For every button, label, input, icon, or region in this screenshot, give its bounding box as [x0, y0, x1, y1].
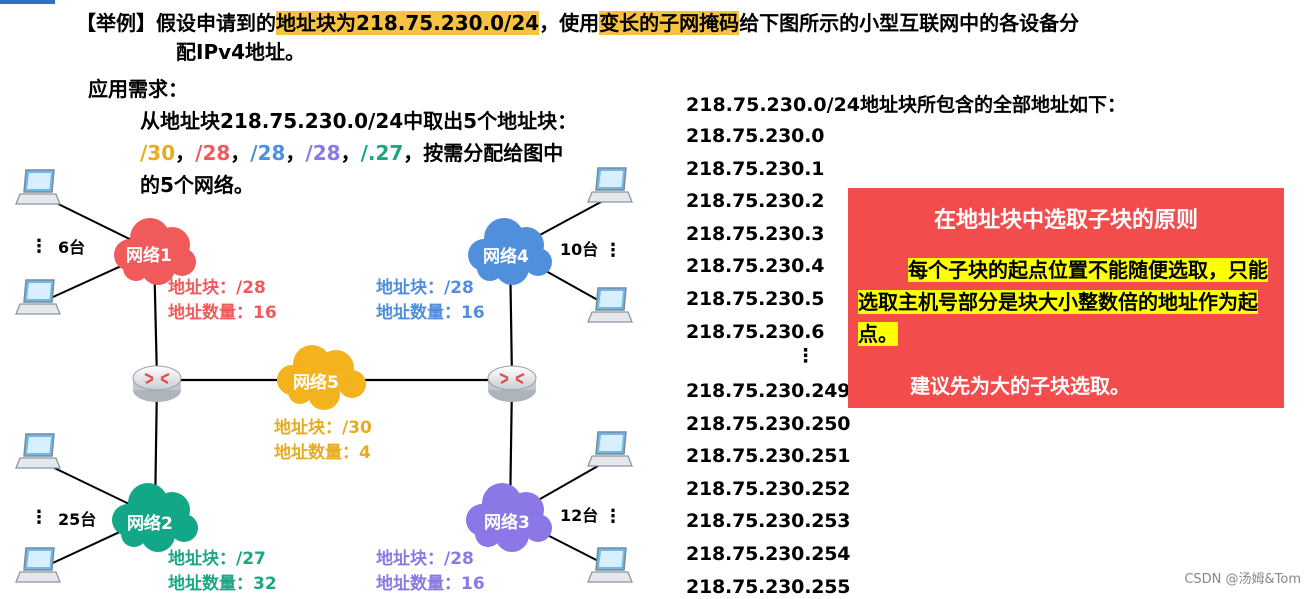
cloud-network-2 [112, 483, 198, 552]
example-title-line2: 配IPv4地址。 [176, 40, 306, 64]
hosts-ellipsis: ⋮ [30, 236, 48, 257]
address-item: 218.75.230.1 [686, 157, 825, 180]
network-1-block: 地址块：/28 [168, 278, 266, 298]
cloud-network-3 [466, 483, 552, 552]
principle-body-text: 每个子块的起点位置不能随便选取，只能选取主机号部分是块大小整数倍的地址作为起点。 [858, 258, 1268, 346]
network-4-info: 地址块：/28 地址数量：16 [376, 276, 485, 326]
laptop-icon [587, 287, 633, 323]
address-item: 218.75.230.4 [686, 255, 825, 278]
address-item: 218.75.230.253 [686, 510, 851, 533]
network-1-host-count: 6台 [58, 238, 86, 257]
laptop-icon [587, 547, 633, 583]
block-28-a: /28 [195, 141, 231, 165]
sep: ， [340, 141, 361, 165]
requirement-line2: /30，/28，/28，/28，/.27，按需分配给图中 [140, 140, 563, 166]
address-item: 218.75.230.251 [686, 445, 851, 468]
principle-title: 在地址块中选取子块的原则 [933, 208, 1198, 233]
address-item: 218.75.230.255 [686, 575, 851, 598]
hosts-ellipsis: ⋮ [604, 240, 622, 261]
title-suffix: 给下图所示的小型互联网中的各设备分 [739, 11, 1080, 35]
network-2-info: 地址块：/27 地址数量：32 [168, 547, 277, 597]
sep: ， [230, 141, 251, 165]
network-1-info: 地址块：/28 地址数量：16 [168, 276, 277, 326]
network-1-label: 网络1 [126, 246, 172, 266]
laptop-icon [587, 167, 633, 203]
title-mid: ，使用 [539, 11, 600, 35]
requirement-heading: 应用需求： [88, 77, 188, 101]
network-3-label: 网络3 [484, 513, 530, 533]
address-item: 218.75.230.252 [686, 477, 851, 500]
cloud-network-5 [277, 345, 366, 410]
network-diagram: ⋮ ⋮ ⋮ ⋮ [15, 167, 633, 583]
network-4-host-count: 10台 [560, 240, 599, 259]
address-item: 218.75.230.2 [686, 190, 825, 213]
laptop-icon [15, 433, 61, 469]
block-27: /.27 [360, 141, 404, 165]
network-5-label: 网络5 [293, 373, 339, 393]
principle-box: 在地址块中选取子块的原则 每个子块的起点位置不能随便选取，只能选取主机号部分是块… [848, 188, 1284, 408]
title-prefix: 【举例】假设申请到的 [76, 11, 276, 35]
example-title: 【举例】假设申请到的地址块为218.75.230.0/24，使用变长的子网掩码给… [76, 10, 1079, 36]
network-2-label: 网络2 [127, 514, 173, 534]
requirement-line1: 从地址块218.75.230.0/24中取出5个地址块： [140, 109, 578, 133]
laptop-icon [15, 547, 61, 583]
title-highlight-vlsm: 变长的子网掩码 [599, 11, 740, 35]
address-item: 218.75.230.0 [686, 125, 825, 147]
network-3-quantity: 地址数量：16 [376, 574, 485, 594]
address-list-heading: 218.75.230.0/24地址块所包含的全部地址如下： [686, 94, 1127, 116]
principle-body: 每个子块的起点位置不能随便选取，只能选取主机号部分是块大小整数倍的地址作为起点。 [858, 254, 1274, 350]
network-2-host-count: 25台 [58, 510, 97, 529]
network-3-host-count: 12台 [560, 506, 599, 525]
network-5-info: 地址块：/30 地址数量：4 [274, 416, 372, 466]
block-28-c: /28 [305, 141, 341, 165]
address-item: 218.75.230.5 [686, 288, 825, 310]
slide-corner-accent [0, 0, 55, 4]
network-4-block: 地址块：/28 [376, 278, 474, 298]
network-2-quantity: 地址数量：32 [168, 574, 277, 594]
network-5-block: 地址块：/30 [274, 418, 372, 438]
laptop-icon [15, 169, 61, 205]
address-item: 218.75.230.254 [686, 543, 851, 565]
title-highlight-address-block: 地址块为218.75.230.0/24 [276, 11, 540, 35]
address-item: 218.75.230.3 [686, 222, 825, 245]
address-ellipsis: ⋮ [796, 345, 815, 368]
block-30: /30 [140, 141, 176, 165]
laptop-icon [587, 431, 633, 467]
address-item: 218.75.230.249 [686, 380, 851, 402]
principle-suggestion: 建议先为大的子块选取。 [910, 374, 1130, 398]
block-28-b: /28 [250, 141, 286, 165]
cloud-network-1 [114, 218, 196, 285]
network-3-block: 地址块：/28 [376, 549, 474, 569]
address-item: 218.75.230.250 [686, 412, 851, 435]
network-1-quantity: 地址数量：16 [168, 303, 277, 323]
requirement-line3: 的5个网络。 [140, 173, 254, 197]
network-4-label: 网络4 [483, 247, 529, 267]
requirement-line2-suffix: ，按需分配给图中 [403, 141, 564, 165]
sep: ， [175, 141, 196, 165]
router-icon [487, 365, 537, 402]
sep: ， [285, 141, 306, 165]
cloud-network-4 [468, 218, 552, 285]
router-icon [132, 365, 182, 402]
network-5-quantity: 地址数量：4 [274, 443, 371, 463]
network-3-info: 地址块：/28 地址数量：16 [376, 547, 485, 597]
hosts-ellipsis: ⋮ [604, 506, 622, 527]
hosts-ellipsis: ⋮ [30, 507, 48, 528]
network-2-block: 地址块：/27 [168, 549, 266, 569]
address-item: 218.75.230.6 [686, 320, 825, 343]
watermark: CSDN @汤姆&Tom [1184, 572, 1301, 587]
network-4-quantity: 地址数量：16 [376, 303, 485, 323]
